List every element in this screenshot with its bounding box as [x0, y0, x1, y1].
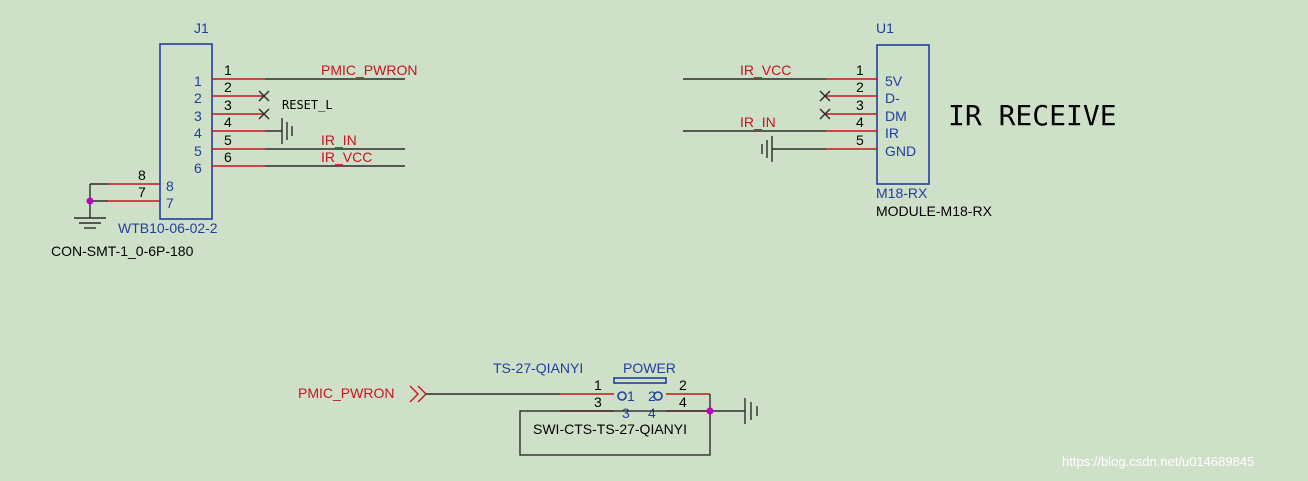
j1-net-ir-in: IR_IN [321, 132, 357, 148]
j1-inner-pin-2: 2 [194, 90, 202, 106]
j1-outer-pin-4: 4 [224, 114, 232, 130]
sw-ground-symbol [744, 398, 758, 424]
j1-outer-pin-3: 3 [224, 97, 232, 113]
j1-ref: J1 [194, 20, 209, 36]
sw-part: TS-27-QIANYI [493, 360, 583, 376]
u1-no-connect-pin-3 [819, 108, 831, 120]
u1-ref: U1 [876, 20, 894, 36]
j1-outer-pin-5: 5 [224, 132, 232, 148]
sw-outer-pin-1: 1 [594, 377, 602, 393]
u1-pin-num-5: 5 [856, 132, 864, 148]
j1-footprint: CON-SMT-1_0-6P-180 [51, 243, 194, 259]
sw-inner-pin-3: 3 [622, 405, 630, 421]
j1-junction-dot [86, 197, 94, 205]
j1-no-connect-pin-3 [258, 108, 270, 120]
j1-outer-pin-2: 2 [224, 79, 232, 95]
sw-value: SWI-CTS-TS-27-QIANYI [533, 421, 687, 437]
j1-inner-pin-5: 5 [194, 143, 202, 159]
j1-value: WTB10-06-02-2 [118, 220, 218, 236]
sw-outer-pin-3: 3 [594, 394, 602, 410]
sw-outer-pin-2: 2 [679, 377, 687, 393]
sw-label: POWER [623, 360, 676, 376]
sw-inner-pin-1: 1 [627, 388, 635, 404]
u1-pin-name-ir: IR [885, 125, 899, 141]
sw-plunger [613, 377, 667, 384]
sw-contact-right [653, 391, 663, 401]
connector-j1: J1 1 2 3 4 5 6 8 7 1 2 3 4 5 6 8 7 PMIC_… [51, 20, 417, 259]
offpage-arrow-1 [409, 385, 419, 403]
sw-net-pmic-pwron: PMIC_PWRON [298, 385, 394, 401]
j1-net-pmic-pwron: PMIC_PWRON [321, 62, 417, 78]
j1-inner-pin-6: 6 [194, 160, 202, 176]
u1-value: MODULE-M18-RX [876, 203, 993, 219]
sw-contact-left [617, 391, 627, 401]
j1-no-connect-pin-2 [258, 90, 270, 102]
u1-pin-num-1: 1 [856, 62, 864, 78]
sw-inner-pin-4: 4 [648, 405, 656, 421]
u1-pin-num-3: 3 [856, 97, 864, 113]
sw-footprint-outline [519, 410, 711, 456]
section-title-ir-receive: IR RECEIVE [948, 99, 1117, 132]
u1-pin-name-dm: DM [885, 108, 907, 124]
j1-outer-pin-1: 1 [224, 62, 232, 78]
u1-pin-num-4: 4 [856, 114, 864, 130]
module-u1: U1 1 2 3 4 5 5V D- DM IR GND IR_VCC IR_I… [683, 20, 1117, 219]
j1-ground-symbol [74, 217, 106, 229]
sw-junction-dot [706, 407, 714, 415]
u1-pin-num-2: 2 [856, 79, 864, 95]
u1-net-ir-vcc: IR_VCC [740, 62, 791, 78]
j1-inner-pin-3: 3 [194, 108, 202, 124]
j1-inner-pin-8: 8 [166, 178, 174, 194]
offpage-arrow-2 [417, 385, 427, 403]
watermark: https://blog.csdn.net/u014689845 [1062, 454, 1254, 469]
u1-net-ir-in: IR_IN [740, 114, 776, 130]
u1-ground-symbol [761, 136, 826, 162]
u1-part: M18-RX [876, 185, 928, 201]
switch-power: TS-27-QIANYI POWER PMIC_PWRON 1 3 2 4 1 … [298, 360, 758, 456]
u1-pin-name-dminus: D- [885, 90, 900, 106]
j1-net-reset-l: RESET_L [282, 98, 333, 112]
sw-outer-pin-4: 4 [679, 394, 687, 410]
j1-ground-symbol-pin-4 [265, 118, 293, 144]
j1-outer-pin-7: 7 [138, 184, 146, 200]
j1-outer-pin-6: 6 [224, 149, 232, 165]
j1-inner-pin-1: 1 [194, 73, 202, 89]
j1-inner-pin-7: 7 [166, 195, 174, 211]
j1-outer-pin-8: 8 [138, 167, 146, 183]
j1-inner-pin-4: 4 [194, 125, 202, 141]
u1-pin-name-gnd: GND [885, 143, 916, 159]
u1-pin-name-5v: 5V [885, 73, 903, 89]
j1-net-ir-vcc: IR_VCC [321, 149, 372, 165]
sw-inner-pin-2: 2 [648, 388, 656, 404]
u1-no-connect-pin-2 [819, 90, 831, 102]
